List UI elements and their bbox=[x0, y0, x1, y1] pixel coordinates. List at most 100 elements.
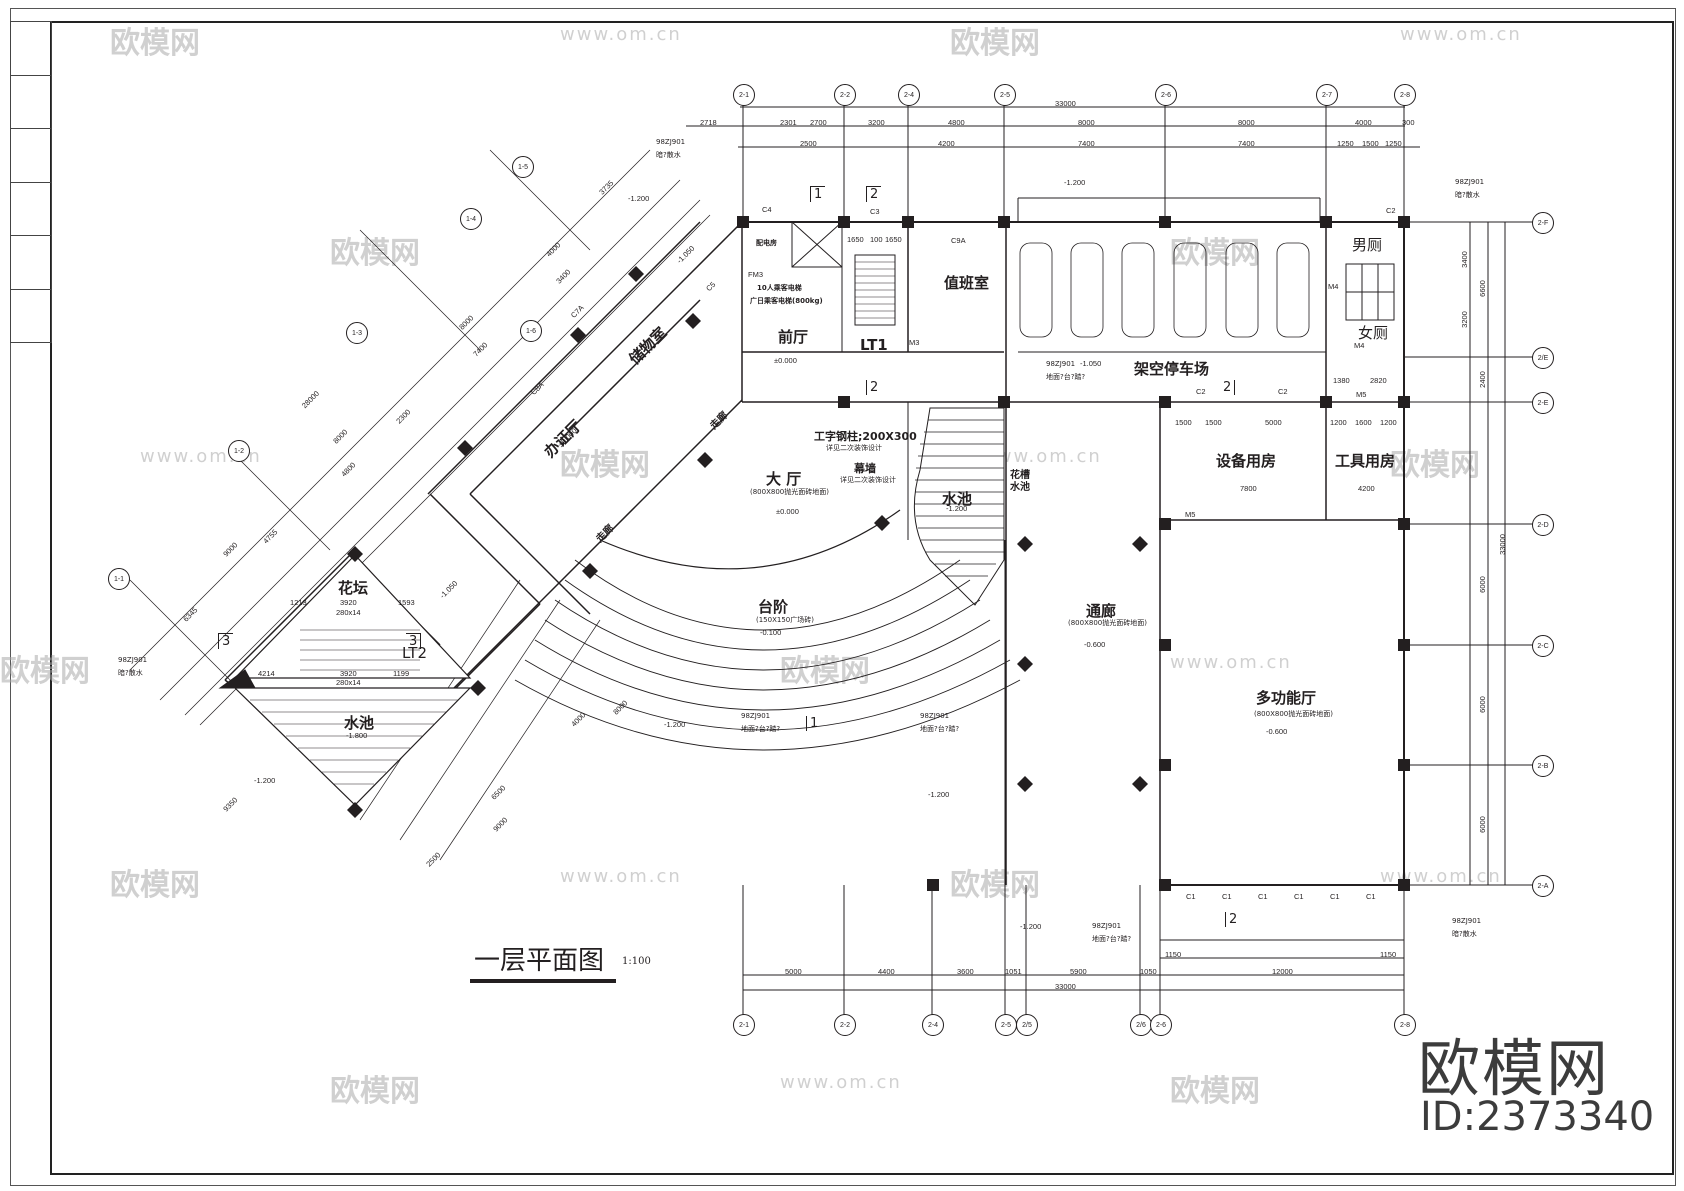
note-elevator-model: 广日乘客电梯(800kg) bbox=[750, 297, 823, 305]
note-reference: 98ZJ901 bbox=[1046, 360, 1076, 368]
side-title-block bbox=[10, 21, 52, 343]
dimension: 300 bbox=[1402, 118, 1415, 127]
note-reference: 98ZJ901 bbox=[1452, 917, 1482, 925]
dimension: 6000 bbox=[1477, 816, 1487, 833]
dimension: 1200 bbox=[1380, 418, 1397, 427]
room-label-power-room: 配电房 bbox=[756, 239, 777, 247]
brand-logo-text: 欧模网 bbox=[1418, 1032, 1611, 1105]
axis-bubble-top: 2-5 bbox=[994, 84, 1016, 106]
room-label-steps: 台阶 bbox=[758, 598, 789, 616]
dimension: 1150 bbox=[1380, 950, 1397, 959]
opening-label: C1 bbox=[1186, 892, 1196, 901]
title-underline bbox=[470, 979, 616, 983]
axis-bubble-bottom: 2-5 bbox=[995, 1014, 1017, 1036]
dimension: 4200 bbox=[938, 139, 955, 148]
elevation-outside: -1.200 bbox=[928, 790, 950, 799]
note-reference-ground: 地面?台?踏? bbox=[920, 725, 960, 733]
note-reference-drain: 暗?散水 bbox=[1455, 191, 1480, 199]
inner-frame bbox=[50, 21, 1674, 1175]
axis-bubble-bottom: 2-4 bbox=[922, 1014, 944, 1036]
axis-bubble-right: 2-D bbox=[1532, 514, 1554, 536]
dimension: 8000 bbox=[1238, 118, 1255, 127]
dimension: 1050 bbox=[1140, 967, 1157, 976]
room-label-planter-pond: 花槽 水池 bbox=[1010, 470, 1030, 493]
title-block-cell bbox=[11, 22, 51, 76]
model-id: ID:2373340 bbox=[1420, 1094, 1655, 1140]
dimension: 5000 bbox=[785, 967, 802, 976]
opening-label: C1 bbox=[1222, 892, 1232, 901]
room-label-tool-room: 工具用房 bbox=[1335, 452, 1396, 470]
opening-label: M3 bbox=[909, 338, 920, 347]
dimension: 6000 bbox=[1477, 576, 1487, 593]
axis-bubble-bottom: 2-2 bbox=[834, 1014, 856, 1036]
axis-bubble-diagonal: 1-2 bbox=[228, 440, 250, 462]
dimension-total-top: 33000 bbox=[1055, 99, 1076, 108]
elevation-outside: -1.200 bbox=[1020, 922, 1042, 931]
axis-bubble-top: 2-8 bbox=[1394, 84, 1416, 106]
elevation-main-hall: ±0.000 bbox=[776, 507, 799, 516]
opening-label: C1 bbox=[1258, 892, 1268, 901]
dimension: 1600 bbox=[1355, 418, 1372, 427]
elevation-front-hall: ±0.000 bbox=[774, 356, 797, 365]
dimension: 1051 bbox=[1005, 967, 1022, 976]
note-reference: 98ZJ901 bbox=[1092, 922, 1122, 930]
dimension: 7400 bbox=[1078, 139, 1095, 148]
dimension: 1200 bbox=[1330, 418, 1347, 427]
drawing-scale: 1:100 bbox=[622, 956, 651, 967]
room-label-main-hall: 大 厅 bbox=[766, 470, 802, 488]
room-label-pond: 水池 bbox=[942, 490, 973, 508]
dimension: 1650 bbox=[885, 235, 902, 244]
note-elevator-capacity: 10人乘客电梯 bbox=[757, 284, 802, 292]
axis-bubble-right: 2/E bbox=[1532, 347, 1554, 369]
dimension: 12000 bbox=[1272, 967, 1293, 976]
section-mark: 2 bbox=[866, 380, 881, 395]
dimension: 2500 bbox=[800, 139, 817, 148]
note-reference-drain: 暗?散水 bbox=[1452, 930, 1477, 938]
dimension: 280x14 bbox=[336, 678, 361, 687]
note-reference: 98ZJ901 bbox=[741, 712, 771, 720]
note-curtain-wall-detail: 详见二次装饰设计 bbox=[840, 476, 896, 484]
title-block-cell bbox=[11, 129, 51, 183]
note-reference-ground: 地面?台?踏? bbox=[1046, 373, 1086, 381]
title-block-cell bbox=[11, 76, 51, 129]
note-reference-ground: 地面?台?踏? bbox=[1092, 935, 1132, 943]
room-label-multipurpose-hall: 多功能厅 bbox=[1256, 689, 1317, 707]
opening-label: C3 bbox=[870, 207, 880, 216]
axis-bubble-right: 2-A bbox=[1532, 875, 1554, 897]
opening-label: M5 bbox=[1185, 510, 1196, 519]
axis-bubble-right: 2-C bbox=[1532, 635, 1554, 657]
dimension: 4000 bbox=[1355, 118, 1372, 127]
room-label-parking: 架空停车场 bbox=[1134, 360, 1210, 378]
axis-bubble-bottom: 2-1 bbox=[733, 1014, 755, 1036]
note-reference: 98ZJ901 bbox=[118, 656, 148, 664]
elevation-multipurpose-hall: -0.600 bbox=[1266, 727, 1288, 736]
note-reference: 98ZJ901 bbox=[656, 138, 686, 146]
dimension: 4214 bbox=[258, 669, 275, 678]
axis-bubble-diagonal: 1-5 bbox=[512, 156, 534, 178]
note-corridor-floor: (800X800抛光面砖地面) bbox=[1068, 619, 1147, 627]
dimension-total-bottom: 33000 bbox=[1055, 982, 1076, 991]
axis-bubble-diagonal: 1-3 bbox=[346, 322, 368, 344]
dimension: 4400 bbox=[878, 967, 895, 976]
axis-bubble-top: 2-6 bbox=[1155, 84, 1177, 106]
title-block-cell bbox=[11, 183, 51, 236]
dimension: 5900 bbox=[1070, 967, 1087, 976]
dimension: 1150 bbox=[1165, 950, 1182, 959]
note-hall-floor: (800X800抛光面砖地面) bbox=[750, 488, 829, 496]
opening-label: M5 bbox=[1356, 390, 1367, 399]
outer-frame bbox=[10, 8, 1676, 1186]
dimension: 4200 bbox=[1358, 484, 1375, 493]
opening-label: C1 bbox=[1294, 892, 1304, 901]
dimension: 1199 bbox=[393, 669, 410, 678]
room-label-mens-toilet: 男厕 bbox=[1352, 236, 1383, 254]
axis-bubble-diagonal: 1-6 bbox=[520, 320, 542, 342]
opening-label: C4 bbox=[762, 205, 772, 214]
axis-bubble-top: 2-1 bbox=[733, 84, 755, 106]
dimension: 5000 bbox=[1265, 418, 1282, 427]
note-curtain-wall: 幕墙 bbox=[854, 462, 876, 475]
note-reference-drain: 暗?散水 bbox=[118, 669, 143, 677]
elevation-corridor: -0.600 bbox=[1084, 640, 1106, 649]
dimension: 1500 bbox=[1175, 418, 1192, 427]
opening-label: M4 bbox=[1354, 341, 1365, 350]
